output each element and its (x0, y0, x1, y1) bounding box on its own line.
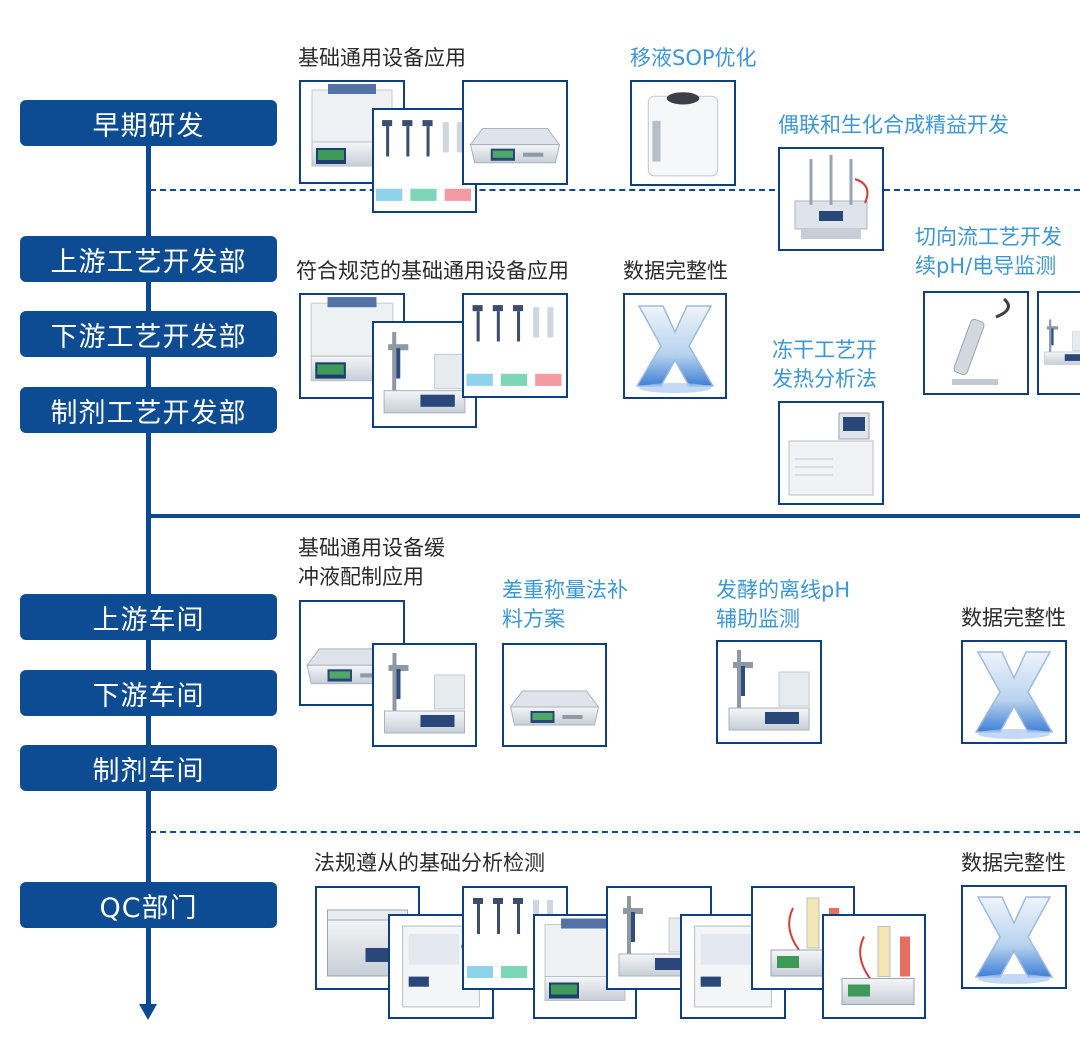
card-flat-balance-1 (462, 80, 568, 185)
label-lyo-line2: 发热分析法 (772, 367, 877, 391)
label-coupling-lean: 偶联和生化合成精益开发 (778, 113, 1009, 137)
pipette-icon (464, 295, 566, 396)
card-probe (923, 291, 1029, 395)
label-tff-line1: 切向流工艺开发 (915, 225, 1062, 249)
pipette-icon (374, 110, 475, 211)
data-x-icon (625, 295, 725, 397)
label-tff-line2: 续pH/电导监测 (915, 254, 1057, 278)
card-data-integrity-2 (961, 640, 1067, 744)
label-data-integrity-3: 数据完整性 (961, 851, 1066, 875)
separator-dashed-1b (884, 189, 1080, 191)
card-titrator-2 (822, 914, 926, 1019)
dept-formulation-process[interactable]: 制剂工艺开发部 (20, 387, 277, 433)
label-lyo-line1: 冻干工艺开 (772, 338, 877, 362)
label-ferment-line2: 辅助监测 (716, 607, 800, 631)
label-buffer-line1: 基础通用设备缓 (298, 536, 445, 560)
ph-meter-icon (1039, 293, 1080, 393)
dept-downstream-process[interactable]: 下游工艺开发部 (20, 311, 277, 357)
label-weighing-line1: 差重称量法补 (502, 578, 628, 602)
dsc-icon (780, 403, 882, 503)
card-data-integrity-3 (961, 885, 1067, 989)
card-ph-meter-1 (372, 321, 477, 428)
dept-upstream-process[interactable]: 上游工艺开发部 (20, 236, 277, 282)
timeline-axis (146, 140, 151, 1010)
vortex-icon (632, 82, 734, 184)
label-data-integrity-1: 数据完整性 (623, 259, 728, 283)
ph-meter-icon (374, 323, 475, 426)
label-ferment-line1: 发酵的离线pH (716, 578, 851, 602)
dept-qc[interactable]: QC部门 (20, 882, 277, 928)
reactor-icon (780, 149, 882, 249)
card-vortex (630, 80, 736, 186)
dept-formulation-workshop[interactable]: 制剂车间 (20, 745, 277, 791)
separator-solid (150, 514, 1080, 518)
ph-meter-icon (718, 642, 820, 742)
card-tff-partial (1037, 291, 1080, 395)
card-data-integrity-1 (623, 293, 727, 399)
label-data-integrity-2: 数据完整性 (961, 606, 1066, 630)
balance-icon (464, 82, 566, 183)
ph-meter-icon (374, 645, 475, 745)
data-x-icon (963, 887, 1065, 987)
data-x-icon (963, 642, 1065, 742)
titrator-icon (824, 916, 924, 1017)
label-qc-analysis: 法规遵从的基础分析检测 (314, 851, 545, 875)
dept-early-rd[interactable]: 早期研发 (20, 100, 277, 146)
card-ph-meter-2 (372, 643, 477, 747)
card-reactor (778, 147, 884, 251)
dept-downstream-workshop[interactable]: 下游车间 (20, 670, 277, 716)
balance-icon (504, 645, 605, 745)
card-pipettes-2 (462, 293, 568, 398)
label-buffer-line2: 冲液配制应用 (298, 565, 424, 589)
label-basic-equipment: 基础通用设备应用 (298, 46, 466, 70)
separator-dashed-2 (150, 831, 1080, 833)
timeline-arrow-icon (139, 1004, 157, 1020)
label-compliant-equipment: 符合规范的基础通用设备应用 (296, 259, 569, 283)
card-ph-meter-3 (716, 640, 822, 744)
label-weighing-line2: 料方案 (502, 607, 565, 631)
dept-upstream-workshop[interactable]: 上游车间 (20, 594, 277, 640)
label-pipetting-sop: 移液SOP优化 (630, 46, 757, 70)
card-dsc (778, 401, 884, 505)
probe-icon (925, 293, 1027, 393)
card-flat-balance-3 (502, 643, 607, 747)
